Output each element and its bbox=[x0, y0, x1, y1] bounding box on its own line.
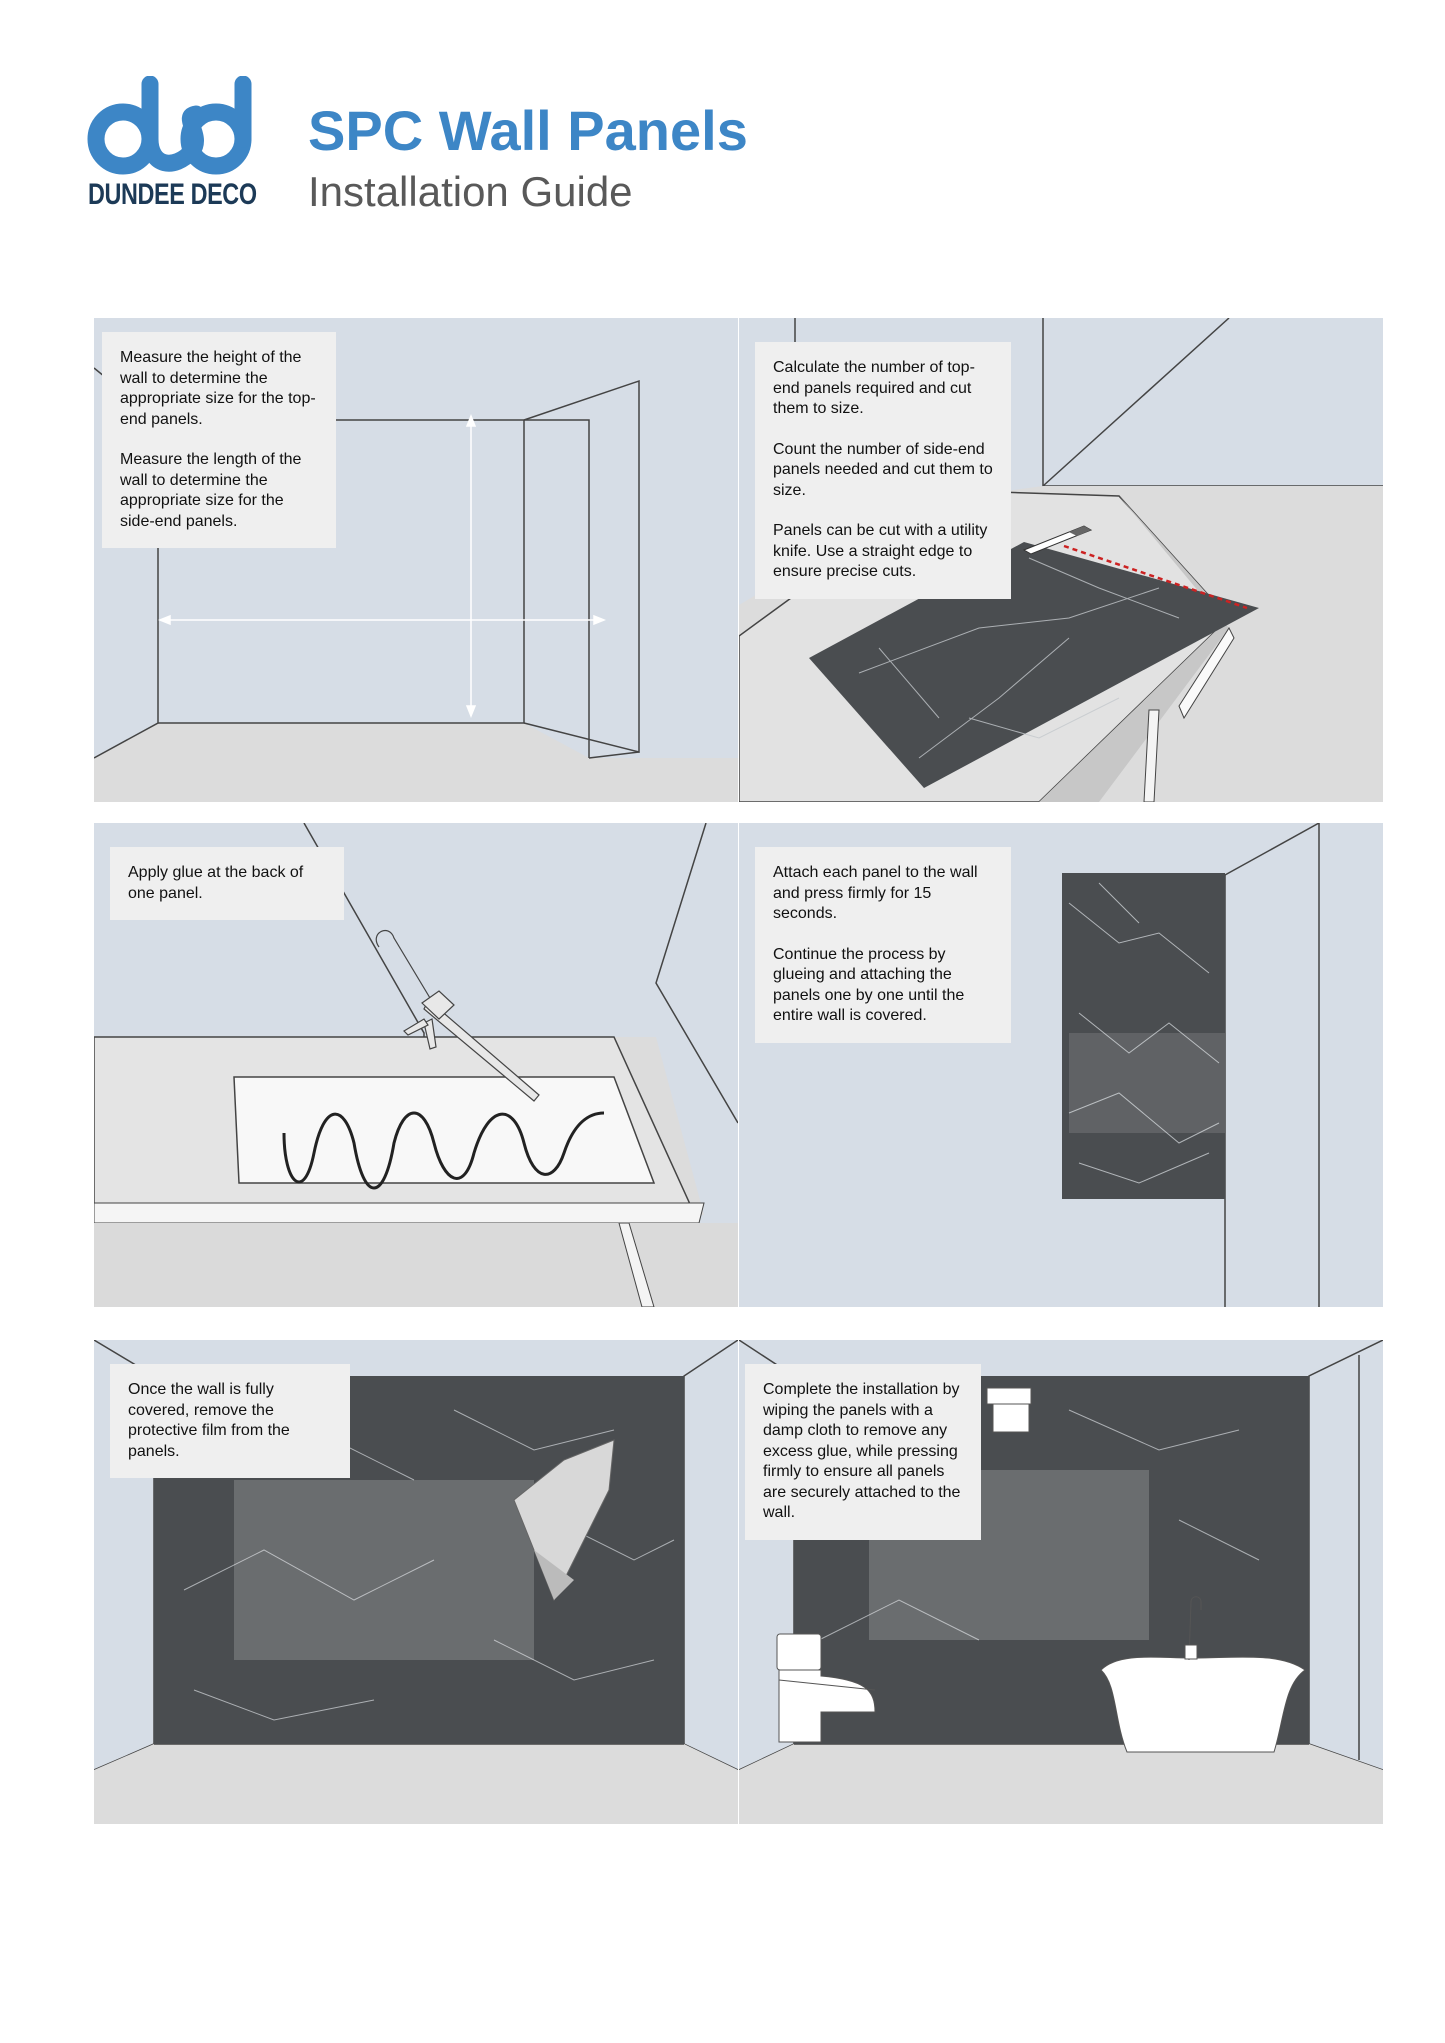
step-5-text-1: Once the wall is fully covered, remove t… bbox=[128, 1381, 290, 1460]
step-6-text-1: Complete the installation by wiping the … bbox=[763, 1381, 961, 1521]
step-2-text-3: Panels can be cut with a utility knife. … bbox=[773, 522, 988, 580]
bathtub-icon bbox=[1100, 1596, 1306, 1753]
step-1-text-1: Measure the height of the wall to determ… bbox=[120, 349, 316, 428]
step-5-caption: Once the wall is fully covered, remove t… bbox=[110, 1364, 350, 1478]
finished-bathroom-icon bbox=[739, 1340, 1383, 1824]
step-3-panel: Apply glue at the back of one panel. bbox=[94, 823, 738, 1307]
step-4-panel: Attach each panel to the wall and press … bbox=[739, 823, 1383, 1307]
page-subtitle: Installation Guide bbox=[308, 168, 633, 215]
step-3-text-1: Apply glue at the back of one panel. bbox=[128, 864, 304, 902]
step-1-caption: Measure the height of the wall to determ… bbox=[102, 332, 336, 548]
caulking-gun-icon bbox=[375, 929, 540, 1102]
page-title: SPC Wall Panels bbox=[308, 99, 748, 162]
step-1-panel: Measure the height of the wall to determ… bbox=[94, 318, 738, 802]
step-2-text-1: Calculate the number of top-end panels r… bbox=[773, 359, 975, 417]
step-6-caption: Complete the installation by wiping the … bbox=[745, 1364, 981, 1540]
toilet-icon bbox=[776, 1633, 876, 1743]
glue-gun-icon bbox=[94, 823, 738, 1307]
towel-rack-icon bbox=[986, 1387, 1032, 1433]
step-1-text-2: Measure the length of the wall to determ… bbox=[120, 451, 302, 530]
step-4-text-2: Continue the process by glueing and atta… bbox=[773, 945, 965, 1025]
step-5-panel: Once the wall is fully covered, remove t… bbox=[94, 1340, 738, 1824]
step-4-caption: Attach each panel to the wall and press … bbox=[755, 847, 1011, 1043]
dundee-deco-logo-icon bbox=[84, 76, 260, 216]
step-2-caption: Calculate the number of top-end panels r… bbox=[755, 342, 1011, 599]
step-2-text-2: Count the number of side-end panels need… bbox=[773, 440, 993, 499]
step-6-panel: Complete the installation by wiping the … bbox=[739, 1340, 1383, 1824]
step-2-panel: Calculate the number of top-end panels r… bbox=[739, 318, 1383, 802]
brand-name: DUNDEE DECO bbox=[88, 178, 257, 211]
step-3-caption: Apply glue at the back of one panel. bbox=[110, 847, 344, 920]
utility-knife-icon bbox=[1022, 525, 1093, 555]
step-4-text-1: Attach each panel to the wall and press … bbox=[773, 864, 978, 922]
